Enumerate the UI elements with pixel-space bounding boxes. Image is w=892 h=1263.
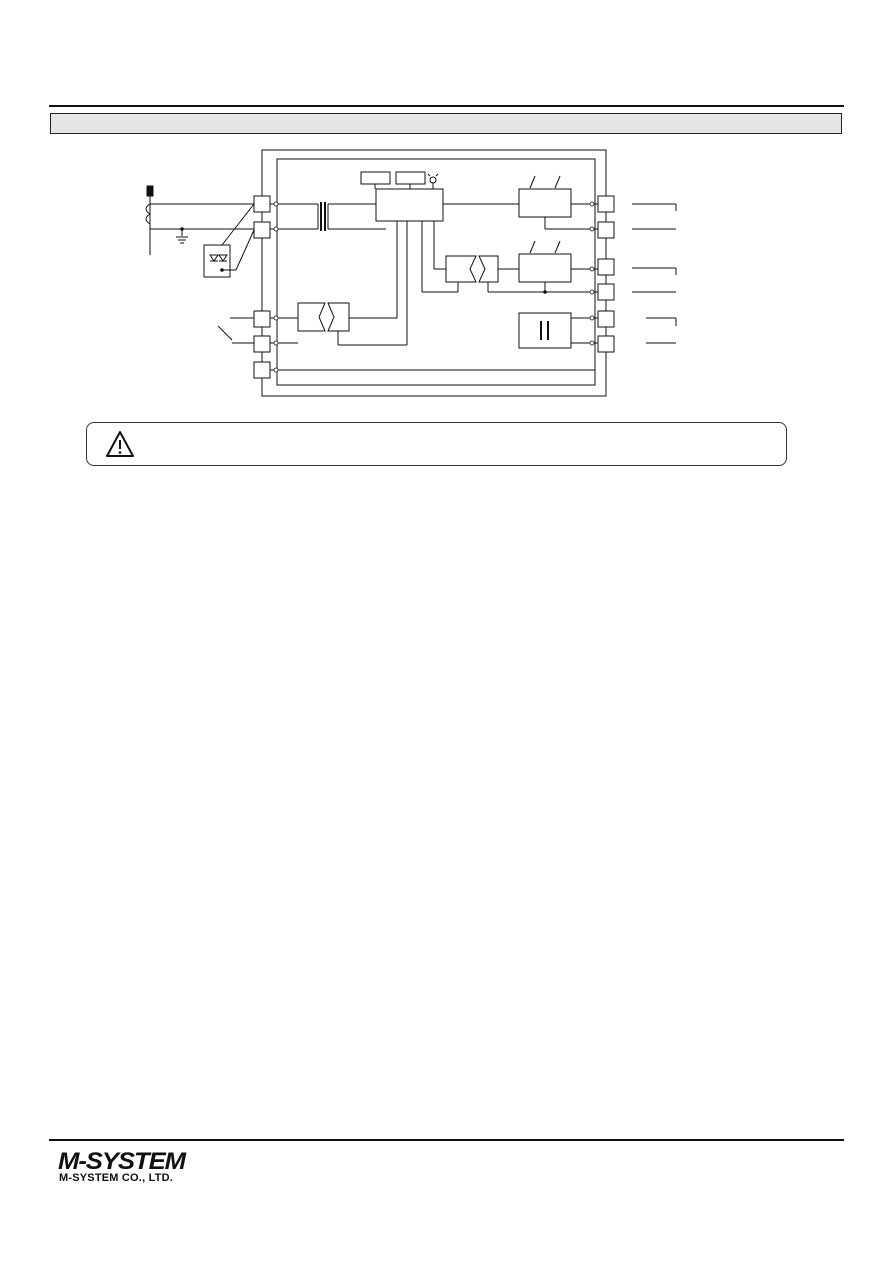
terminal-output-1a [597, 195, 615, 213]
output-amp-2 [518, 253, 572, 283]
terminal-input-1 [253, 195, 271, 213]
terminal-contact-2 [253, 335, 271, 353]
housing-outer [261, 149, 607, 397]
terminal-ground [253, 361, 271, 379]
power-supply [518, 312, 572, 349]
terminal-output-2b [597, 283, 615, 301]
isolator-contact [297, 302, 326, 332]
isolator-output-2 [445, 255, 477, 283]
terminal-output-2a [597, 258, 615, 276]
footer-rule [49, 1139, 844, 1141]
block-diagram [145, 149, 677, 397]
output-amp-1 [518, 188, 572, 218]
led-indicator [429, 176, 437, 184]
warning-icon [106, 431, 134, 457]
m-system-logo: M-SYSTEM [58, 1149, 188, 1173]
housing-inner [276, 158, 596, 386]
setting-block-2 [395, 171, 426, 185]
setting-block-1 [360, 171, 391, 185]
terminal-output-1b [597, 221, 615, 239]
terminal-input-2 [253, 221, 271, 239]
processor-block [375, 188, 444, 222]
terminal-power-a [597, 310, 615, 328]
terminal-power-b [597, 335, 615, 353]
surge-protector [203, 244, 231, 278]
svg-text:M-SYSTEM: M-SYSTEM [58, 1149, 187, 1173]
company-name: M-SYSTEM CO., LTD. [59, 1172, 174, 1184]
terminal-contact-1 [253, 310, 271, 328]
sensor-core [146, 185, 154, 197]
warning-box [86, 422, 787, 466]
section-header-bar [50, 113, 842, 134]
header-rule [49, 105, 844, 107]
